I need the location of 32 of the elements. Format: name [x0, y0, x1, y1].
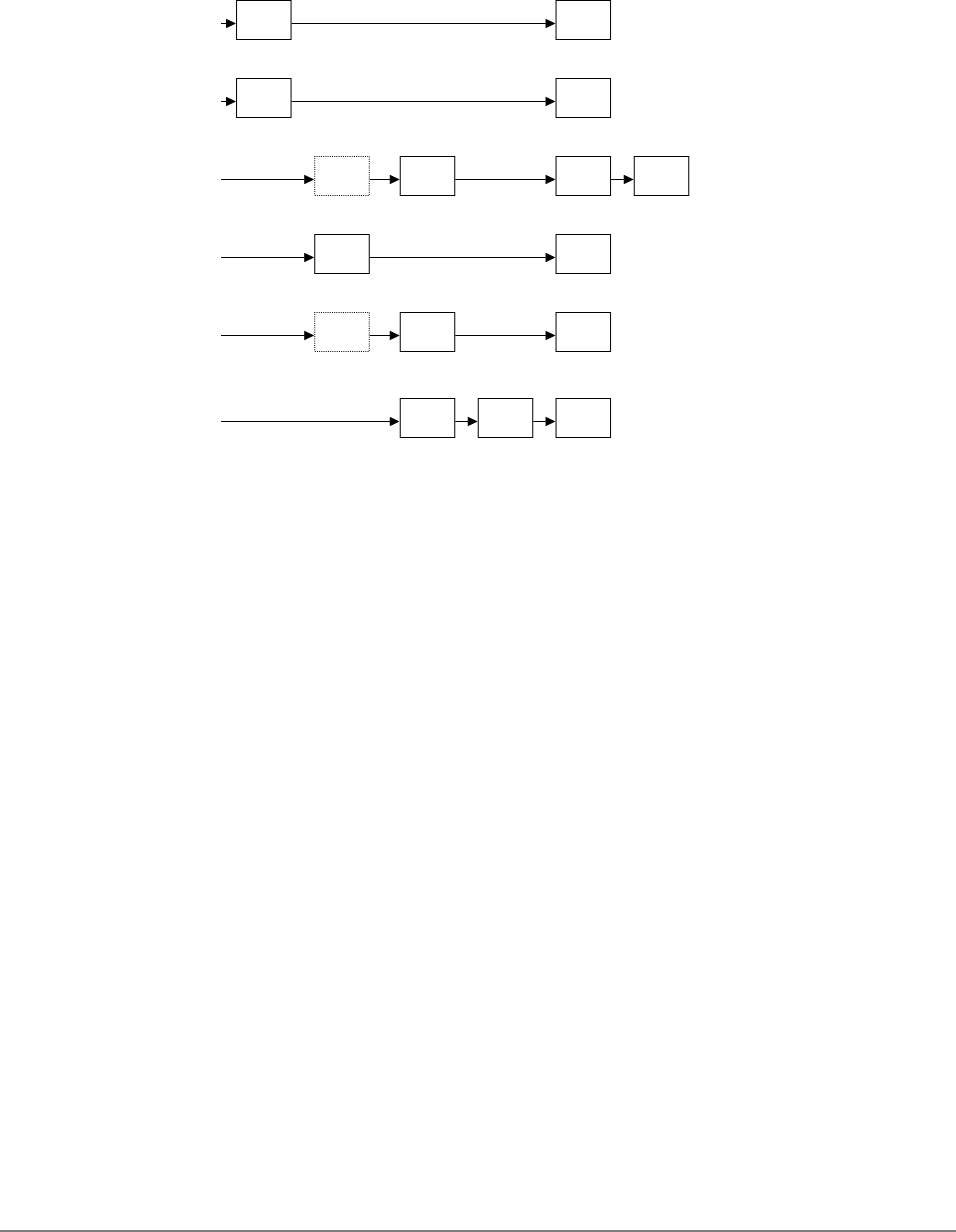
arrow — [220, 175, 314, 184]
arrow — [454, 175, 555, 184]
arrow — [291, 19, 555, 28]
process-box — [633, 156, 690, 196]
arrow — [454, 417, 478, 426]
process-box — [555, 78, 612, 118]
dotted-box — [314, 156, 370, 196]
arrow — [610, 175, 634, 184]
arrow — [369, 175, 400, 184]
arrow — [220, 331, 314, 340]
arrow — [532, 417, 555, 426]
arrow — [454, 331, 555, 340]
process-box — [555, 0, 612, 40]
arrow — [369, 253, 555, 262]
process-box — [555, 398, 612, 438]
process-box — [477, 398, 534, 438]
process-box — [555, 156, 612, 196]
process-box — [314, 234, 370, 274]
arrow — [220, 417, 400, 426]
process-box — [555, 312, 612, 352]
arrow — [220, 253, 314, 262]
process-box — [555, 234, 612, 274]
process-box — [399, 312, 456, 352]
arrow — [220, 19, 236, 28]
arrow — [220, 97, 236, 106]
process-box — [399, 156, 456, 196]
process-box — [236, 0, 292, 40]
arrow — [291, 97, 555, 106]
dotted-box — [314, 312, 370, 352]
process-box — [236, 78, 292, 118]
arrow — [369, 331, 400, 340]
process-box — [399, 398, 456, 438]
